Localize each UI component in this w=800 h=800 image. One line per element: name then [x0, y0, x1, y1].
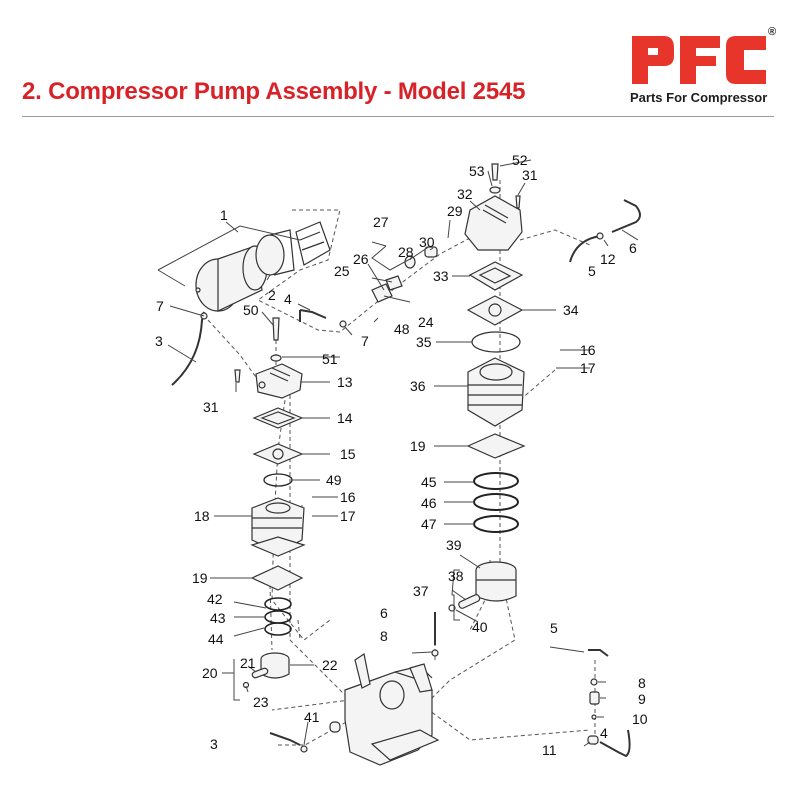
callout-5-upper[interactable]: 5	[588, 263, 596, 279]
pfc-logo-mark	[632, 36, 766, 84]
lp-gasket-valve-plate	[252, 407, 304, 487]
silencer-parts	[371, 246, 438, 303]
callout-43[interactable]: 43	[210, 610, 226, 626]
callout-13[interactable]: 13	[337, 374, 353, 390]
callout-53[interactable]: 53	[469, 163, 485, 179]
callout-5-lower[interactable]: 5	[550, 620, 558, 636]
callout-3-upper[interactable]: 3	[155, 333, 163, 349]
callout-42[interactable]: 42	[207, 591, 223, 607]
callout-4-lower[interactable]: 4	[600, 725, 608, 741]
callout-27[interactable]: 27	[373, 214, 389, 230]
callout-labels: 1 2 3 3 4 4 5 5 6 6 7 7 8 8 9 10 11 12 1…	[155, 152, 648, 758]
callout-16-left[interactable]: 16	[340, 489, 356, 505]
callout-49[interactable]: 49	[326, 472, 342, 488]
callout-14[interactable]: 14	[337, 410, 353, 426]
hp-cylinder	[466, 357, 526, 533]
callout-17-left[interactable]: 17	[340, 508, 356, 524]
lp-cylinder-head	[234, 317, 303, 399]
callout-23[interactable]: 23	[253, 694, 269, 710]
logo-tagline: Parts For Compressor	[630, 90, 768, 105]
callout-34[interactable]: 34	[563, 302, 579, 318]
callout-22[interactable]: 22	[322, 657, 338, 673]
callout-6-upper[interactable]: 6	[629, 240, 637, 256]
registered-mark: ®	[768, 26, 777, 38]
callout-2[interactable]: 2	[268, 287, 276, 303]
callout-46[interactable]: 46	[421, 495, 437, 511]
callout-51[interactable]: 51	[322, 351, 338, 367]
hp-gasket-valve-plate	[466, 261, 524, 353]
callout-38[interactable]: 38	[448, 568, 464, 584]
callout-31-left[interactable]: 31	[203, 399, 219, 415]
callout-16-right[interactable]: 16	[580, 342, 596, 358]
callout-18[interactable]: 18	[194, 508, 210, 524]
callout-24[interactable]: 24	[418, 314, 434, 330]
lp-cylinder	[250, 497, 306, 636]
callout-40[interactable]: 40	[472, 619, 488, 635]
callout-45[interactable]: 45	[421, 474, 437, 490]
callout-15[interactable]: 15	[340, 446, 356, 462]
callout-7-right[interactable]: 7	[361, 333, 369, 349]
callout-3-lower[interactable]: 3	[210, 736, 218, 752]
page-title: 2. Compressor Pump Assembly - Model 2545	[22, 78, 526, 105]
callout-47[interactable]: 47	[421, 516, 437, 532]
tubes-and-fittings	[171, 199, 641, 758]
callout-8-right[interactable]: 8	[638, 675, 646, 691]
callout-33[interactable]: 33	[433, 268, 449, 284]
callout-17-right[interactable]: 17	[580, 360, 596, 376]
callout-8-center[interactable]: 8	[380, 628, 388, 644]
callout-48[interactable]: 48	[394, 321, 410, 337]
hp-piston	[448, 561, 517, 612]
callout-12[interactable]: 12	[600, 251, 616, 267]
callout-20[interactable]: 20	[202, 665, 218, 681]
callout-29[interactable]: 29	[447, 203, 463, 219]
callout-44[interactable]: 44	[208, 631, 224, 647]
callout-9[interactable]: 9	[638, 691, 646, 707]
leader-lines	[157, 159, 639, 747]
callout-19-right[interactable]: 19	[410, 438, 426, 454]
header-divider	[22, 116, 774, 117]
callout-6-lower[interactable]: 6	[380, 605, 388, 621]
callout-41[interactable]: 41	[304, 709, 320, 725]
air-filter-assembly	[195, 221, 331, 312]
callout-25[interactable]: 25	[334, 263, 350, 279]
callout-4-upper[interactable]: 4	[284, 291, 292, 307]
callout-19-left[interactable]: 19	[192, 570, 208, 586]
callout-52[interactable]: 52	[512, 152, 528, 168]
callout-26[interactable]: 26	[353, 251, 369, 267]
callout-1[interactable]: 1	[220, 207, 228, 223]
lp-piston	[242, 652, 290, 689]
callout-39[interactable]: 39	[446, 537, 462, 553]
callout-36[interactable]: 36	[410, 378, 426, 394]
callout-37[interactable]: 37	[413, 583, 429, 599]
callout-50[interactable]: 50	[243, 302, 259, 318]
callout-28[interactable]: 28	[398, 244, 414, 260]
callout-32[interactable]: 32	[457, 186, 473, 202]
callout-11[interactable]: 11	[542, 742, 557, 758]
crankcase	[329, 653, 440, 766]
callout-30[interactable]: 30	[419, 234, 435, 250]
callout-21[interactable]: 21	[240, 655, 256, 671]
callout-35[interactable]: 35	[416, 334, 432, 350]
brand-logo: ® Parts For Compressor	[630, 26, 780, 106]
callout-10[interactable]: 10	[632, 711, 648, 727]
callout-31-top[interactable]: 31	[522, 167, 538, 183]
callout-7-left[interactable]: 7	[156, 298, 164, 314]
